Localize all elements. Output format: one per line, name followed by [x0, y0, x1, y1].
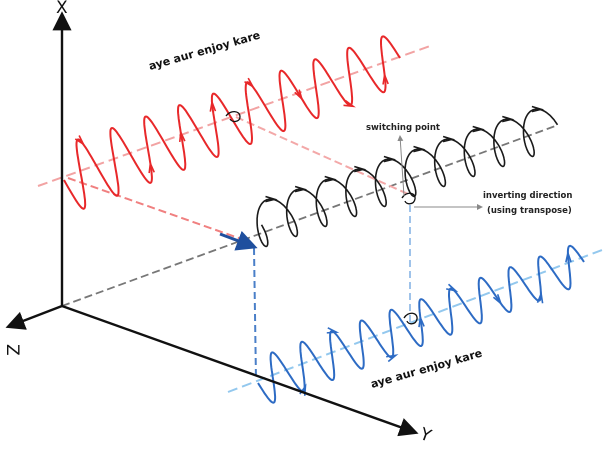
red-wave-arrow	[294, 89, 304, 102]
red-connector-top	[235, 116, 409, 195]
blue-switch-loop	[403, 312, 418, 325]
red-wave-arrow	[343, 99, 356, 108]
helix-arrow	[324, 175, 337, 183]
helix-direction-arrows	[265, 105, 545, 203]
switching-point-label: switching point	[366, 123, 440, 133]
helix-arrow	[442, 135, 456, 143]
blue-direction-arrow	[219, 230, 258, 251]
red-wave-arrow	[382, 72, 389, 85]
red-wave-arrows	[74, 72, 389, 174]
blue-wave-arrow	[386, 354, 399, 363]
blue-wave	[257, 244, 585, 404]
red-wave-arrow	[244, 77, 255, 89]
helix-arrow	[265, 195, 278, 203]
y-axis	[61, 304, 419, 437]
switching-point-leader	[397, 135, 405, 197]
z-axis-label: Z	[2, 344, 22, 356]
red-wave-caption: aye aur enjoy kare	[147, 29, 261, 73]
helix-arrow	[501, 115, 515, 123]
red-wave-axis	[37, 45, 431, 187]
red-wave-arrow	[74, 135, 86, 147]
red-wave-arrow	[209, 99, 217, 112]
central-axis	[61, 124, 559, 307]
red-wave	[63, 35, 401, 210]
x-axis-label: X	[56, 0, 68, 18]
blue-wave-arrow	[536, 290, 544, 304]
blue-wave-arrow	[492, 294, 503, 306]
blue-wave-arrow	[418, 314, 425, 328]
red-connector-left	[67, 177, 251, 243]
blue-wave-arrow	[326, 327, 340, 334]
inverting-direction-label: inverting direction	[483, 191, 572, 201]
helix-switch-loop	[401, 192, 416, 205]
helix-arrow	[472, 125, 485, 133]
blue-wave-arrows	[299, 249, 572, 396]
y-axis-label: Y	[416, 424, 434, 447]
blue-connector-vertical-left	[253, 247, 257, 381]
helix-arrow	[413, 145, 426, 153]
helix-spiral	[256, 108, 559, 248]
red-switch-loop	[225, 110, 241, 123]
inverting-direction-sublabel: (using transpose)	[487, 206, 572, 216]
red-wave-arrow	[148, 160, 155, 174]
helix-arrow	[531, 105, 545, 113]
helix-arrow	[383, 155, 397, 163]
red-wave-arrow	[178, 129, 186, 143]
blue-wave-arrow	[446, 283, 459, 293]
z-axis	[5, 304, 63, 330]
helix-arrow	[294, 185, 308, 193]
helix-arrow	[353, 165, 367, 173]
blue-wave-arrow	[565, 249, 572, 263]
